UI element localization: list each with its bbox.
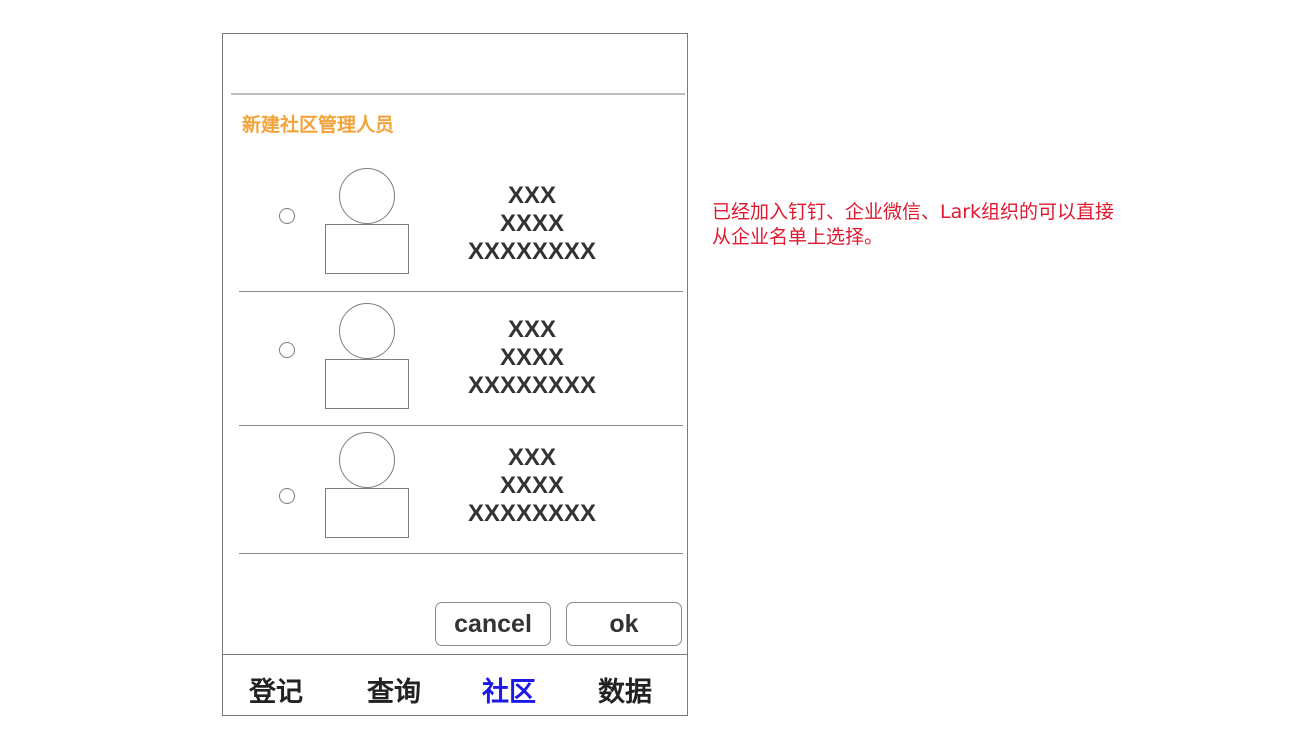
- header-divider: [231, 93, 685, 95]
- member-name: XXX: [507, 444, 557, 471]
- tab-community[interactable]: 社区: [482, 677, 536, 708]
- member-name: XXX: [507, 316, 557, 343]
- member-name: XXX: [507, 182, 557, 209]
- tabbar-divider: [223, 654, 687, 655]
- member-id: XXXXXXXX: [467, 500, 597, 527]
- avatar-head: [339, 168, 395, 224]
- avatar-icon: [325, 303, 411, 411]
- avatar-body: [325, 224, 409, 274]
- member-role: XXXX: [499, 344, 565, 371]
- radio-icon[interactable]: [279, 208, 295, 224]
- radio-icon[interactable]: [279, 488, 295, 504]
- member-id: XXXXXXXX: [467, 238, 597, 265]
- list-item[interactable]: XXX XXXX XXXXXXXX: [239, 160, 683, 292]
- ok-button[interactable]: ok: [566, 602, 682, 646]
- avatar-body: [325, 359, 409, 409]
- member-id: XXXXXXXX: [467, 372, 597, 399]
- list-item[interactable]: XXX XXXX XXXXXXXX: [239, 294, 683, 426]
- annotation-note: 已经加入钉钉、企业微信、Lark组织的可以直接 从企业名单上选择。: [712, 201, 1115, 248]
- avatar-head: [339, 303, 395, 359]
- member-info: XXX XXXX XXXXXXXX: [457, 316, 607, 400]
- dialog-title: 新建社区管理人员: [242, 114, 395, 136]
- phone-frame: 新建社区管理人员 XXX XXXX XXXXXXXX XXX XXXX XXXX…: [222, 33, 688, 716]
- member-role: XXXX: [499, 472, 565, 499]
- tab-data[interactable]: 数据: [598, 677, 652, 708]
- list-item[interactable]: XXX XXXX XXXXXXXX: [239, 422, 683, 554]
- member-info: XXX XXXX XXXXXXXX: [457, 444, 607, 528]
- cancel-button[interactable]: cancel: [435, 602, 551, 646]
- member-role: XXXX: [499, 210, 565, 237]
- avatar-icon: [325, 168, 411, 276]
- tab-register[interactable]: 登记: [249, 677, 303, 708]
- row-divider: [239, 553, 683, 554]
- row-divider: [239, 291, 683, 292]
- avatar-head: [339, 432, 395, 488]
- avatar-icon: [325, 432, 411, 540]
- row-divider: [239, 425, 683, 426]
- tab-query[interactable]: 查询: [367, 677, 421, 708]
- avatar-body: [325, 488, 409, 538]
- member-info: XXX XXXX XXXXXXXX: [457, 182, 607, 266]
- radio-icon[interactable]: [279, 342, 295, 358]
